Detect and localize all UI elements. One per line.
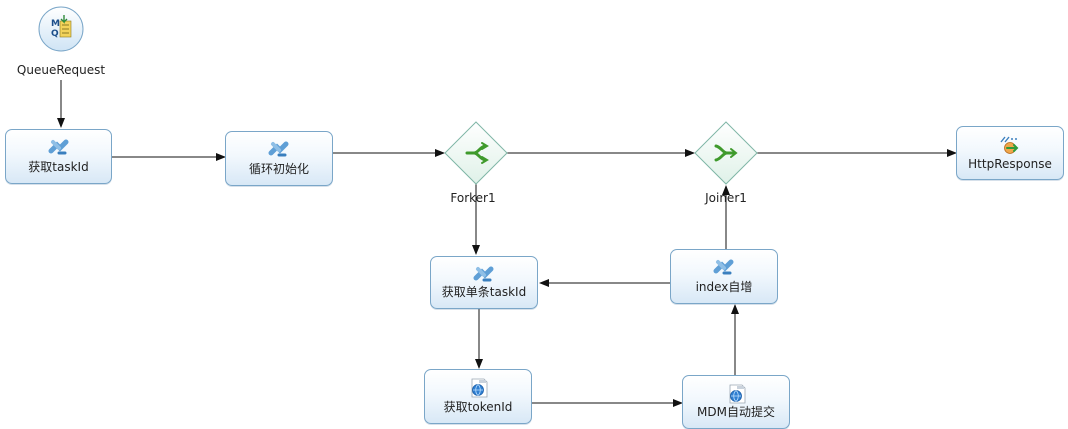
fork-icon [465,142,489,164]
svg-text:M: M [51,19,60,29]
forker1-label: Forker1 [450,191,496,205]
node-label: HttpResponse [968,157,1052,171]
connectors [57,80,957,407]
component-icon [473,266,494,282]
node-label: index自增 [695,280,753,294]
start-label: QueueRequest [16,63,106,77]
gateway-joiner1[interactable] [694,121,758,185]
node-index-inc[interactable]: index自增 [670,249,778,304]
join-icon [714,144,738,162]
http-globe-icon [729,384,746,404]
node-loop-init[interactable]: 循环初始化 [225,131,333,186]
node-get-tokenid[interactable]: 获取tokenId [424,369,532,424]
svg-text:Q: Q [51,29,59,39]
queue-request-start[interactable]: M Q [38,6,84,52]
node-get-single-taskid[interactable]: 获取单条taskId [430,256,538,309]
node-label: MDM自动提交 [697,405,775,419]
node-get-taskid[interactable]: 获取taskId [5,129,112,184]
joiner1-label: Joiner1 [705,191,747,205]
node-label: 获取taskId [28,160,89,174]
http-globe-icon [471,378,488,398]
node-mdm-submit[interactable]: MDM自动提交 [682,375,790,429]
gateway-forker1[interactable] [444,121,508,185]
component-icon [48,139,68,155]
node-label: 循环初始化 [248,162,309,176]
component-icon [268,141,289,157]
node-label: 获取tokenId [443,400,513,414]
mq-queue-icon: M Q [51,15,72,39]
node-http-response[interactable]: HttpResponse [956,126,1064,180]
node-label: 获取单条taskId [441,285,527,299]
http-response-icon [1000,136,1019,154]
component-icon [713,259,734,275]
